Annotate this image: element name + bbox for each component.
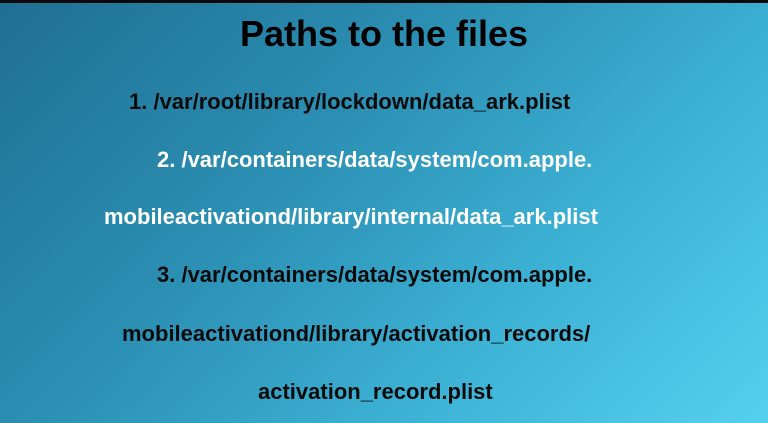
path-3-line-2: mobileactivationd/library/activation_rec… bbox=[122, 321, 591, 346]
slide-title: Paths to the files bbox=[239, 13, 529, 54]
path-2-line-2: mobileactivationd/library/internal/data_… bbox=[104, 204, 598, 229]
path-3-line-3: activation_record.plist bbox=[258, 379, 493, 404]
path-1-line: 1. /var/root/library/lockdown/data_ark.p… bbox=[129, 89, 571, 114]
top-border bbox=[0, 0, 768, 3]
path-3-line-1: 3. /var/containers/data/system/com.apple… bbox=[157, 262, 593, 287]
path-2-line-1: 2. /var/containers/data/system/com.apple… bbox=[157, 147, 593, 172]
